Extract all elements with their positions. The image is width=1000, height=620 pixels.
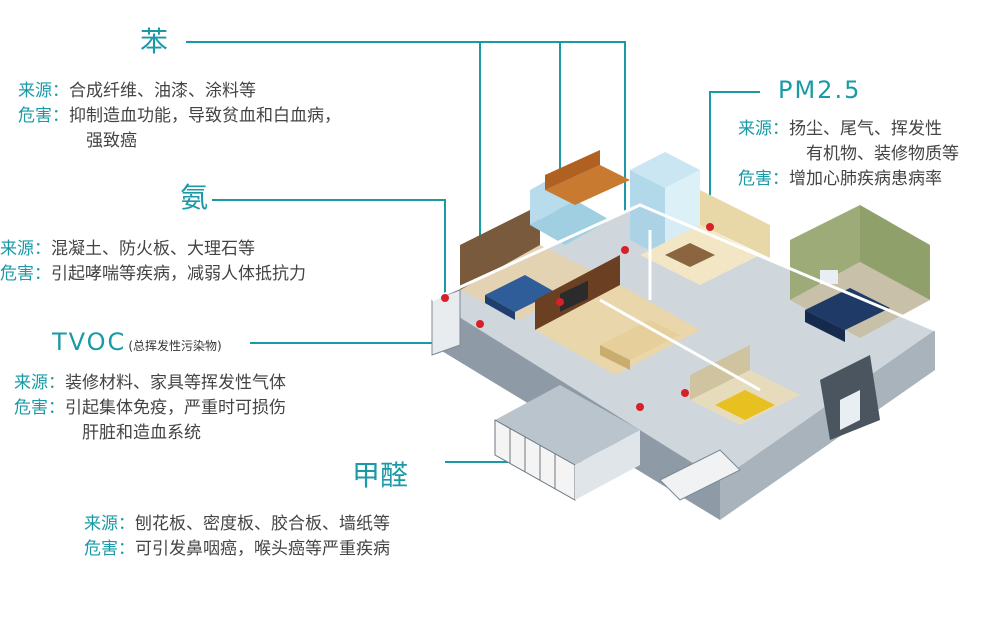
benzene-title: 苯 xyxy=(140,25,169,58)
formaldehyde-source-label: 来源： xyxy=(84,514,135,534)
pm25-title: PM2.5 xyxy=(778,76,862,104)
ammonia-title: 氨 xyxy=(180,181,209,214)
formaldehyde-harm: 可引发鼻咽癌，喉头癌等严重疾病 xyxy=(135,539,390,559)
pm25-marker xyxy=(706,223,714,231)
tvoc-harm: 引起集体免疫，严重时可损伤 xyxy=(65,398,286,418)
tvoc-marker xyxy=(636,403,644,411)
benzene-harm-label: 危害： xyxy=(18,106,69,126)
ammonia-details: 来源：混凝土、防火板、大理石等 危害：引起哮喘等疾病，减弱人体抵抗力 xyxy=(0,237,306,287)
tvoc-details: 来源：装修材料、家具等挥发性气体 危害：引起集体免疫，严重时可损伤 肝脏和造血系… xyxy=(14,371,286,446)
tvoc-title: TVOC xyxy=(52,328,127,356)
tvoc-subtitle: (总挥发性污染物) xyxy=(128,339,222,353)
formaldehyde-block: 甲醛 xyxy=(352,460,408,492)
tvoc-harm-label: 危害： xyxy=(14,398,65,418)
benzene-source-label: 来源： xyxy=(18,81,69,101)
ammonia-harm-label: 危害： xyxy=(0,264,51,284)
ammonia-source-label: 来源： xyxy=(0,239,51,259)
benzene-harm: 抑制造血功能，导致贫血和白血病， xyxy=(69,106,341,126)
ammonia-harm: 引起哮喘等疾病，减弱人体抵抗力 xyxy=(51,264,306,284)
formaldehyde-title: 甲醛 xyxy=(352,459,409,492)
tvoc-source-label: 来源： xyxy=(14,373,65,393)
formaldehyde-harm-label: 危害： xyxy=(84,539,135,559)
formaldehyde-source: 刨花板、密度板、胶合板、墙纸等 xyxy=(135,514,390,534)
pm25-harm-label: 危害： xyxy=(738,169,789,189)
ammonia-block: 氨 xyxy=(180,182,208,214)
formaldehyde-marker xyxy=(681,389,689,397)
tvoc-harm-cont: 肝脏和造血系统 xyxy=(82,423,201,443)
pm25-connector xyxy=(709,91,760,225)
benzene-harm-cont: 强致癌 xyxy=(86,131,137,151)
pm25-block: PM2.5 xyxy=(778,74,861,106)
pm25-source-cont: 有机物、装修物质等 xyxy=(806,144,959,164)
tvoc-block: TVOC(总挥发性污染物) xyxy=(52,326,222,362)
pm25-harm: 增加心肺疾病患病率 xyxy=(789,169,942,189)
ammonia-connector xyxy=(212,199,446,296)
benzene-marker xyxy=(621,246,629,254)
benzene-block: 苯 xyxy=(140,26,168,58)
pm25-source-label: 来源： xyxy=(738,119,789,139)
pm25-source: 扬尘、尾气、挥发性 xyxy=(789,119,942,139)
ammonia-marker xyxy=(441,294,449,302)
pm25-details: 来源：扬尘、尾气、挥发性 有机物、装修物质等 危害：增加心肺疾病患病率 xyxy=(738,117,959,192)
formaldehyde-details: 来源：刨花板、密度板、胶合板、墙纸等 危害：可引发鼻咽癌，喉头癌等严重疾病 xyxy=(84,512,390,562)
ammonia-source: 混凝土、防火板、大理石等 xyxy=(51,239,255,259)
tvoc-source: 装修材料、家具等挥发性气体 xyxy=(65,373,286,393)
benzene-source: 合成纤维、油漆、涂料等 xyxy=(69,81,256,101)
benzene-details: 来源：合成纤维、油漆、涂料等 危害：抑制造血功能，导致贫血和白血病， 强致癌 xyxy=(18,79,341,154)
